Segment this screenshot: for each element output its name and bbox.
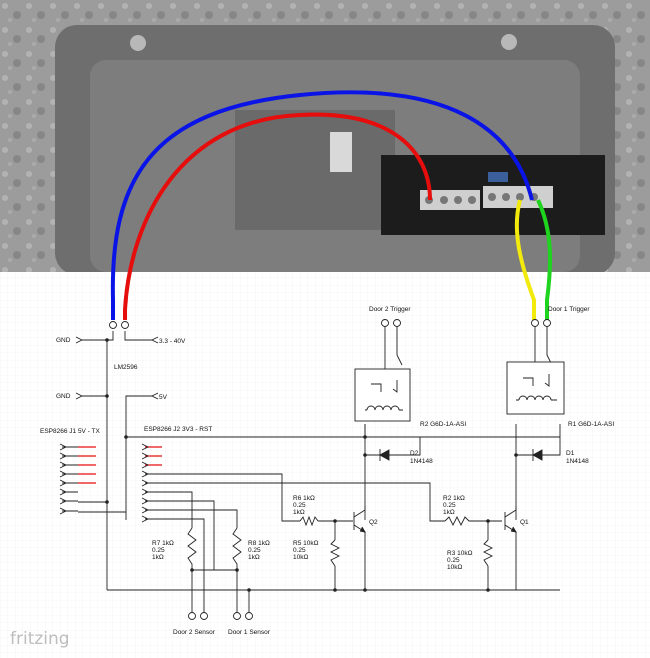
input-arrows [75,336,159,400]
resistor-r5 [329,539,341,567]
label-relay-r2: R2 G6D-1A-ASI [420,421,466,428]
power-terminals [109,321,129,329]
label-esp-j2: ESP8266 J2 3V3 - RST [144,426,212,433]
screw-right [501,34,517,50]
label-r6-v: 1kΩ [293,509,305,516]
label-r7-w: 0.25 [152,547,165,554]
resistor-r8 [232,527,242,570]
label-lm2596: LM2596 [114,364,138,371]
terminal-screw [454,196,462,204]
label-r7-v: 1kΩ [152,554,164,561]
label-q1: Q1 [520,519,529,526]
label-r3-v: 10kΩ [447,564,462,571]
label-relay-r1: R1 G6D-1A-ASI [568,421,614,428]
label-d2-name: D2 [410,450,419,457]
fritzing-watermark: fritzing [10,629,70,649]
esp-j2-header [141,443,162,523]
resistor-r2 [444,515,472,527]
label-door2-trigger: Door 2 Trigger [369,306,411,313]
label-r5-w: 0.25 [293,547,306,554]
terminal-screw [468,196,476,204]
label-q2: Q2 [369,519,378,526]
label-5v: 5V [159,394,168,401]
junctions [105,338,518,592]
terminal-screw [488,193,496,201]
blue-component [488,172,508,182]
label-r6-w: 0.25 [293,502,306,509]
blue-wire [110,90,534,320]
trigger-terminals [381,319,551,327]
label-d2-part: 1N4148 [410,458,433,465]
transistor-q2 [353,506,366,535]
label-r2-name: R2 1kΩ [443,495,465,502]
diode-d2 [379,449,390,461]
label-r5-name: R5 10kΩ [293,540,319,547]
transistor-q1 [504,506,517,535]
red-wire [123,112,432,320]
label-gnd-top: GND [56,337,71,344]
terminal-screw [440,196,448,204]
label-gnd-mid: GND [56,393,71,400]
label-r5-v: 10kΩ [293,554,308,561]
yellow-wire [514,199,536,320]
label-r8-v: 1kΩ [248,554,260,561]
label-esp-j1: ESP8266 J1 5V - TX [40,428,101,435]
label-door1-sensor: Door 1 Sensor [228,629,271,636]
label-door2-sensor: Door 2 Sensor [173,629,216,636]
terminal-block-left [420,190,480,210]
label-vin: 3.3 - 40V [159,338,186,345]
schematic-grid [0,272,650,658]
terminal-screw [502,193,510,201]
label-r8-name: R8 1kΩ [248,540,270,547]
label-r2-v: 1kΩ [443,509,455,516]
enclosure-shade [235,110,395,230]
green-wire [536,199,553,320]
label-door1-trigger: Door 1 Trigger [548,306,590,313]
label-r3-w: 0.25 [447,557,460,564]
label-d1-part: 1N4148 [566,458,589,465]
resistor-r3 [482,539,494,567]
screw-left [130,35,146,51]
label-r2-w: 0.25 [443,502,456,509]
relay-r1 [506,361,565,415]
resistor-r7 [187,527,197,570]
resistor-r6 [299,515,319,527]
esp-j1-header [59,443,96,515]
relay-r2 [354,368,411,422]
label-r8-w: 0.25 [248,547,261,554]
label-d1-name: D1 [566,450,575,457]
resistors [187,515,494,570]
terminal-screw [516,193,524,201]
label-r6-name: R6 1kΩ [293,495,315,502]
sensor-terminals [188,612,253,620]
label-r7-name: R7 1kΩ [152,540,174,547]
white-cable [330,132,352,172]
label-r3-name: R3 10kΩ [447,550,473,557]
diode-d1 [532,449,543,461]
